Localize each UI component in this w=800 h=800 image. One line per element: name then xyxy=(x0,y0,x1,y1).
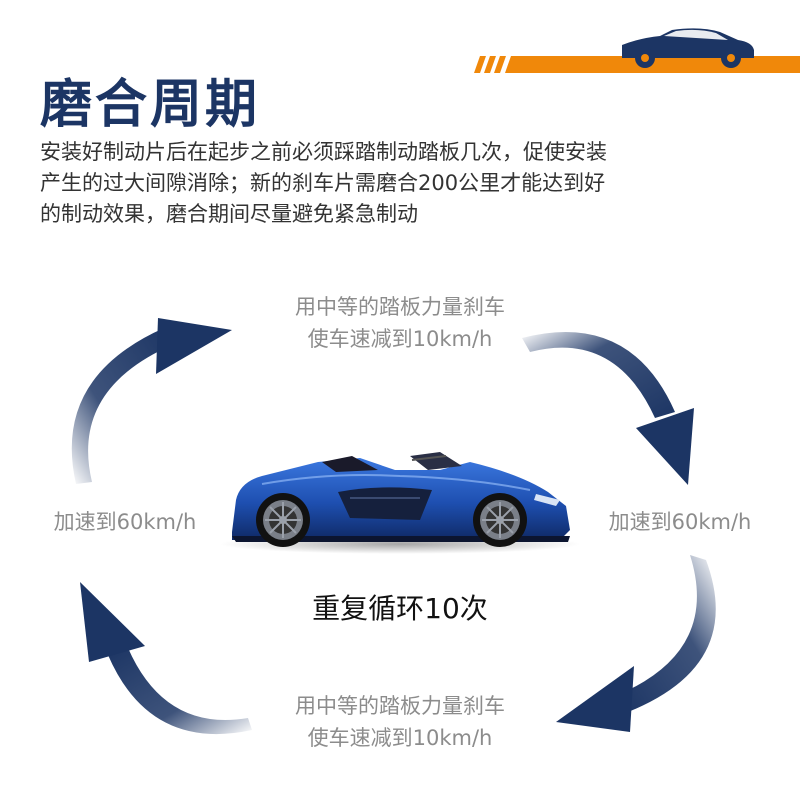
description-text: 安装好制动片后在起步之前必须踩踏制动踏板几次，促使安装 产生的过大间隙消除；新的… xyxy=(40,137,640,230)
step-line: 用中等的踏板力量刹车 xyxy=(295,694,505,718)
step-line: 使车速减到10km/h xyxy=(307,327,493,351)
arrow-bottom-right xyxy=(556,555,716,732)
repeat-cycle-label: 重复循环10次 xyxy=(312,592,488,625)
page-title: 磨合周期 xyxy=(40,75,261,135)
cycle-arrow-icon xyxy=(71,318,716,735)
description-line: 产生的过大间隙消除；新的刹车片需磨合200公里才能达到好 xyxy=(40,171,606,195)
step-line: 用中等的踏板力量刹车 xyxy=(295,295,505,319)
arrow-bottom-left xyxy=(80,582,252,735)
sports-car-illustration xyxy=(220,452,580,554)
wheel-front xyxy=(473,493,527,547)
step-left-accelerate: 加速到60km/h xyxy=(53,510,197,534)
wheel-rear xyxy=(256,493,310,547)
step-right-accelerate: 加速到60km/h xyxy=(608,510,752,534)
step-bottom-brake: 用中等的踏板力量刹车 使车速减到10km/h xyxy=(255,690,545,754)
car-silhouette-icon xyxy=(622,28,754,68)
description-line: 的制动效果，磨合期间尽量避免紧急制动 xyxy=(40,202,418,226)
arrow-top-left xyxy=(71,318,232,484)
step-line: 使车速减到10km/h xyxy=(307,726,493,750)
step-top-brake: 用中等的踏板力量刹车 使车速减到10km/h xyxy=(255,291,545,355)
arrow-top-right xyxy=(522,331,694,485)
description-line: 安装好制动片后在起步之前必须踩踏制动踏板几次，促使安装 xyxy=(40,140,607,164)
